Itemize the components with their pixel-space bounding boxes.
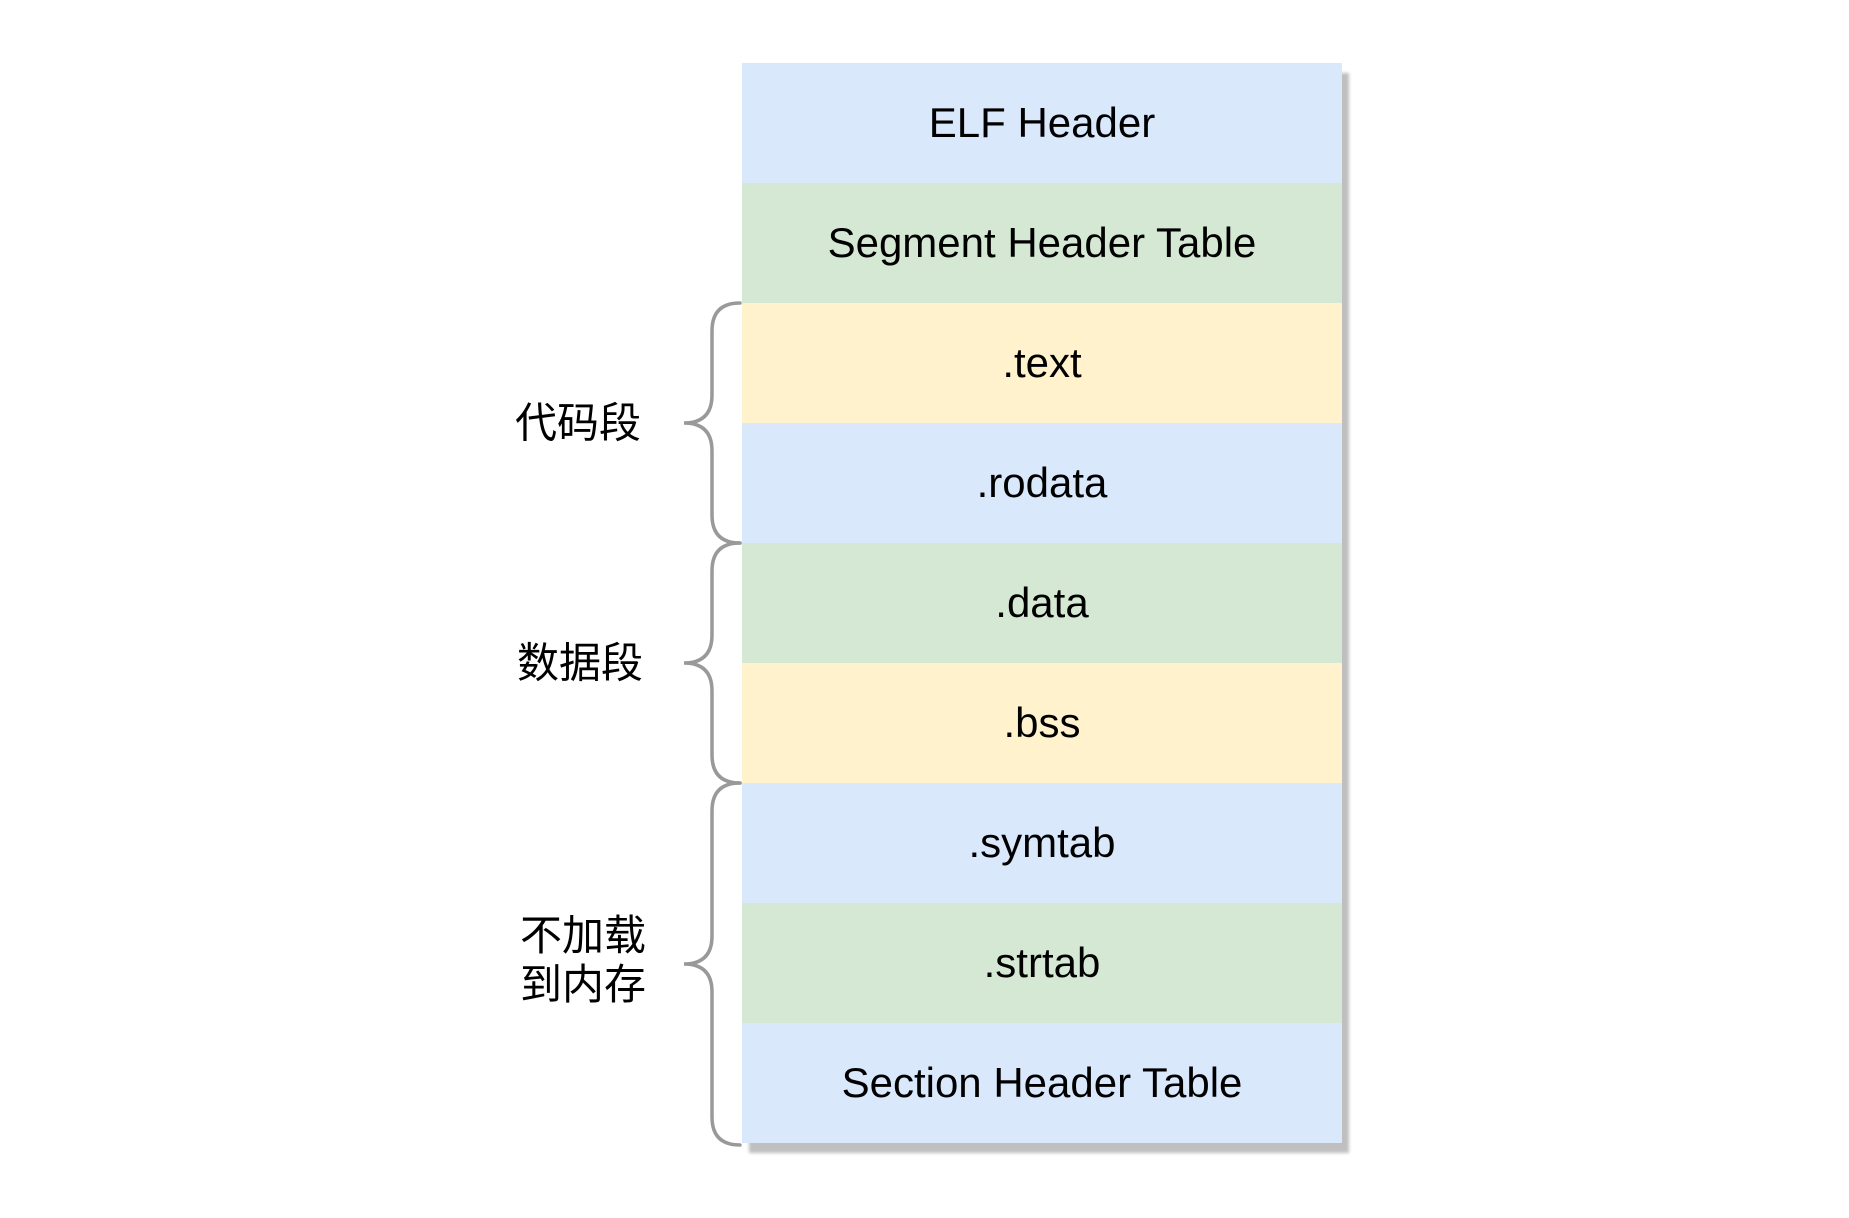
not-loaded-brace-icon xyxy=(683,781,742,1147)
stack-row-symtab: .symtab xyxy=(742,783,1342,903)
stack-row-text: .text xyxy=(742,303,1342,423)
elf-file-stack: ELF Header Segment Header Table .text .r… xyxy=(742,63,1342,1143)
code-segment-brace-icon xyxy=(683,301,742,545)
stack-row-elf-header: ELF Header xyxy=(742,63,1342,183)
code-segment-label: 代码段 xyxy=(514,399,642,447)
data-segment-label: 数据段 xyxy=(516,639,644,687)
data-segment-brace-icon xyxy=(683,541,742,785)
stack-row-rodata: .rodata xyxy=(742,423,1342,543)
stack-row-segment-header-table: Segment Header Table xyxy=(742,183,1342,303)
stack-row-data: .data xyxy=(742,543,1342,663)
stack-row-strtab: .strtab xyxy=(742,903,1342,1023)
not-loaded-to-memory-label: 不加载 到内存 xyxy=(519,912,647,1008)
stack-row-section-header-table: Section Header Table xyxy=(742,1023,1342,1143)
stack-row-bss: .bss xyxy=(742,663,1342,783)
